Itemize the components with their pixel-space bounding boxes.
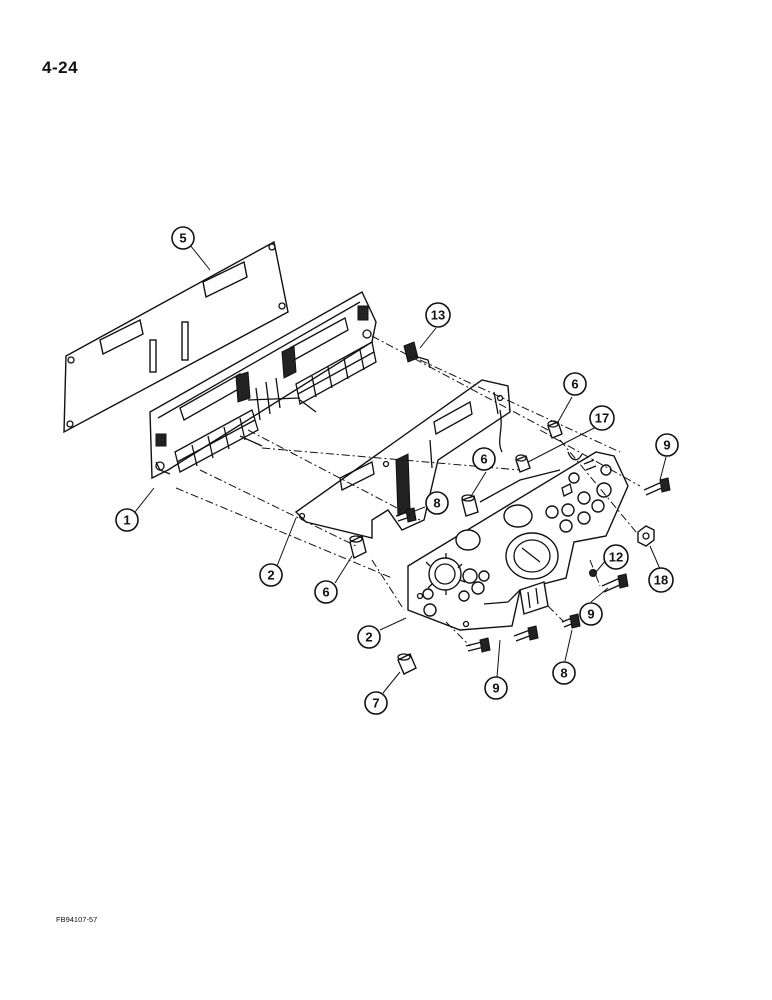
- part-7-spacer: [397, 653, 417, 675]
- callout-12: 12: [603, 544, 629, 570]
- callout-6-upper: 6: [563, 372, 587, 396]
- callout-17: 17: [589, 405, 615, 431]
- part-2-rear-mounting-plate: [294, 379, 511, 539]
- callout-label: 9: [663, 438, 670, 453]
- callout-6-middle: 6: [472, 447, 496, 471]
- callout-5: 5: [171, 226, 195, 250]
- part-5-overlay-decal: [63, 240, 289, 434]
- part-18-nut: [637, 525, 655, 547]
- part-9-screw-upper: [643, 477, 671, 496]
- assembly-lines: [175, 335, 641, 647]
- callout-8-lower: 8: [552, 661, 576, 685]
- part-9-screw-lower-b: [513, 625, 539, 642]
- callout-label: 12: [609, 550, 623, 565]
- callout-label: 8: [433, 496, 440, 511]
- callout-label: 13: [431, 308, 445, 323]
- callout-9-upper: 9: [655, 433, 679, 457]
- callout-18: 18: [648, 567, 674, 593]
- callout-6-lower: 6: [314, 580, 338, 604]
- part-9-screw-right: [601, 573, 629, 593]
- callout-label: 18: [654, 573, 668, 588]
- part-1-bezel-housing: [149, 291, 377, 480]
- callout-label: 6: [480, 452, 487, 467]
- callout-label: 6: [322, 585, 329, 600]
- callout-7: 7: [364, 691, 388, 715]
- page-number: 4-24: [42, 58, 79, 77]
- callout-8-upper: 8: [425, 491, 449, 515]
- leader-lines: [134, 244, 667, 694]
- callout-2-rear: 2: [259, 563, 283, 587]
- part-6-spacer-upper: [547, 420, 563, 439]
- callout-label: 5: [179, 231, 186, 246]
- callout-label: 2: [365, 630, 372, 645]
- callout-label: 7: [372, 696, 379, 711]
- callout-13: 13: [425, 302, 451, 328]
- callout-label: 9: [492, 681, 499, 696]
- callout-label: 2: [267, 568, 274, 583]
- part-6-spacer-middle: [461, 494, 479, 517]
- callout-label: 1: [123, 513, 130, 528]
- callout-9-right: 9: [579, 602, 603, 626]
- callout-1: 1: [115, 508, 139, 532]
- part-6-spacer-lower: [349, 534, 367, 560]
- part-2-front-gauge-panel: [407, 451, 629, 631]
- part-17-spacer: [515, 454, 531, 473]
- part-8-screw-lower: [561, 613, 581, 629]
- callout-label: 9: [587, 607, 594, 622]
- part-13-clip: [403, 341, 431, 369]
- figure-code: FB94107-57: [56, 915, 98, 924]
- callout-9-lower: 9: [484, 676, 508, 700]
- callout-label: 17: [595, 411, 609, 426]
- callout-2-front: 2: [357, 625, 381, 649]
- callout-label: 6: [571, 377, 578, 392]
- callout-label: 8: [560, 666, 567, 681]
